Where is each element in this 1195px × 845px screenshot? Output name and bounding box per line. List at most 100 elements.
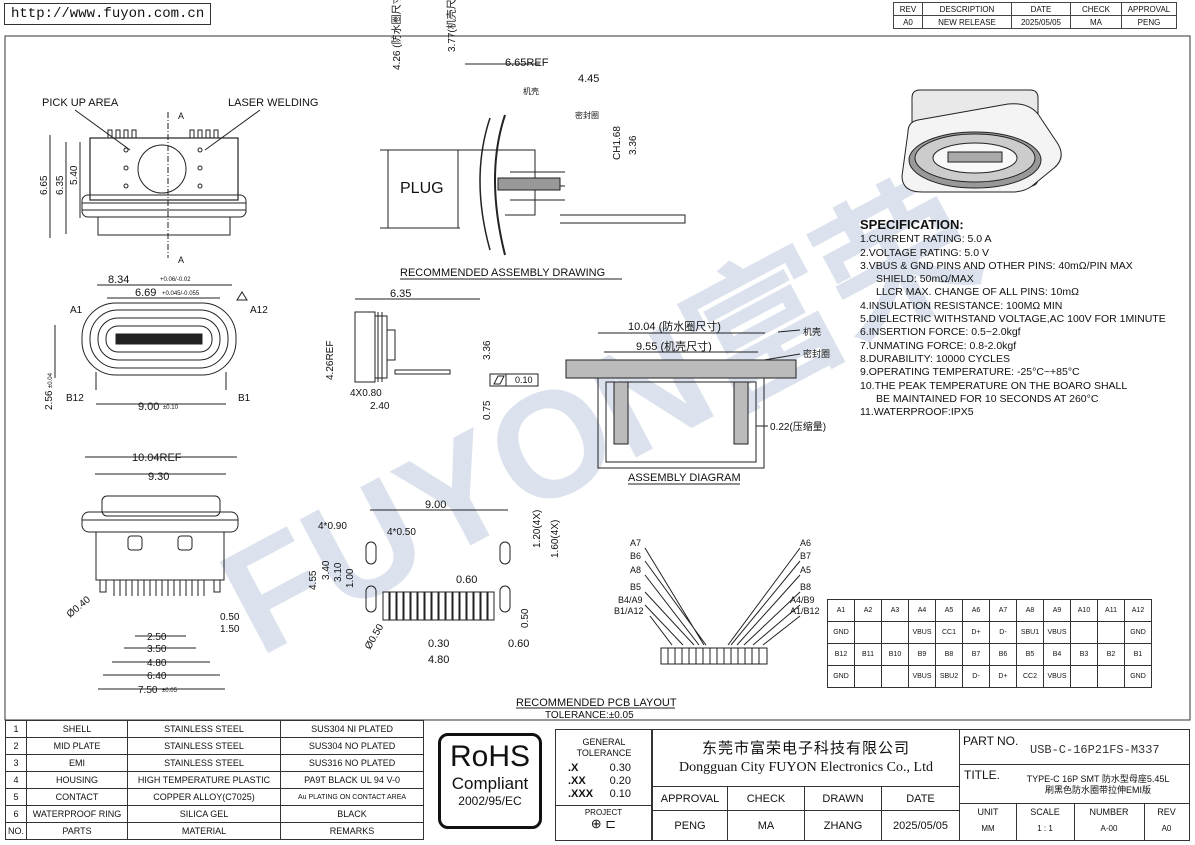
dim-pcb-0-60-bottom: 0.60: [508, 638, 529, 650]
part-name-header: PARTS: [26, 822, 129, 840]
part-material: STAINLESS STEEL: [127, 720, 282, 738]
dim-front-6-69-tol: +0.045/-0.055: [162, 291, 200, 297]
check-header-cell: CHECK: [727, 786, 805, 811]
pcb-tolerance: TOLERANCE:±0.05: [545, 710, 634, 721]
dim-bottom-1-50: 1.50: [220, 624, 240, 635]
company-name-cn: 东莞市富荣电子科技有限公司: [701, 739, 910, 757]
general-tolerance-title: GENERAL TOLERANCE: [576, 737, 632, 758]
part-no-header: NO.: [4, 822, 28, 840]
part-name: HOUSING: [26, 771, 129, 789]
spec-line-1: 1.CURRENT RATING: 5.0 A: [860, 233, 992, 246]
spec-line-7: 5.DIELECTRIC WITHSTAND VOLTAGE,AC 100V F…: [860, 313, 1166, 326]
dim-side-6-35: 6.35: [390, 288, 411, 300]
check-value: MA: [1070, 15, 1122, 29]
title-line-2: 刷黑色防水圈带拉伸EMI版: [1044, 785, 1151, 795]
website-url[interactable]: http://www.fuyon.com.cn: [4, 3, 212, 25]
unit-value: MM: [981, 824, 995, 833]
rohs-compliant: Compliant: [451, 774, 529, 793]
dim-front-8-34: 8.34: [108, 274, 129, 286]
dim-assembly-10-04: 10.04 (防水圈尺寸): [628, 319, 721, 333]
pin-a12-label: A12: [250, 305, 268, 316]
dim-side-2-40: 2.40: [370, 401, 390, 412]
connector-3d-illustration: [901, 89, 1062, 193]
part-name: SHELL: [26, 720, 129, 738]
part-remarks: SUS304 NO PLATED: [280, 737, 425, 755]
dim-housing-waterproof-note: 4.26 (防水圈尺寸): [390, 0, 403, 70]
dim-bottom-4-80: 4.80: [147, 658, 167, 669]
pin-cell: VBUS: [1043, 665, 1071, 688]
spec-line-6: 4.INSULATION RESISTANCE: 100MΩ MIN: [860, 299, 1063, 312]
dim-pcb-1-20-4x: 1.20(4X): [532, 510, 543, 548]
dim-assembly-0-22: 0.22(压缩量): [770, 420, 826, 433]
company-name-en: Dongguan City FUYON Electronics Co., Ltd: [679, 760, 933, 775]
pin-cell: VBUS: [1043, 621, 1071, 644]
pin-cell: B3: [1070, 643, 1098, 666]
spec-line-5: LLCR MAX. CHANGE OF ALL PINS: 10mΩ: [876, 286, 1079, 299]
pin-left-3: B5: [630, 582, 641, 592]
date-value-cell: 2025/05/05: [881, 810, 960, 841]
pin-cell: CC2: [1016, 665, 1044, 688]
part-no: 5: [4, 788, 28, 806]
pin-cell: B12: [827, 643, 855, 666]
dim-pcb-4-55: 4.55: [308, 570, 319, 590]
section-a-top: A: [178, 111, 184, 121]
pin-b12-label: B12: [66, 393, 84, 404]
part-remarks: BLACK: [280, 805, 425, 823]
pin-cell: SBU2: [935, 665, 963, 688]
dim-assembly-9-55: 9.55 (机壳尺寸): [636, 339, 712, 353]
dim-front-2-56: 2.56: [44, 390, 55, 410]
rohs-title: RoHS: [449, 740, 531, 773]
pin-cell: CC1: [935, 621, 963, 644]
spec-line-10: 8.DURABILITY: 10000 CYCLES: [860, 352, 1010, 365]
pin-cell: [881, 621, 909, 644]
rev-block-value: A0: [1161, 824, 1172, 833]
pin-cell: [881, 665, 909, 688]
pin-cell: B11: [854, 643, 882, 666]
pin-cell: A11: [1097, 599, 1125, 622]
part-material: HIGH TEMPERATURE PLASTIC: [127, 771, 282, 789]
dim-housing-4-45: 4.45: [578, 73, 599, 85]
pin-cell: VBUS: [908, 665, 936, 688]
dim-pcb-0-30: 0.30: [428, 638, 449, 650]
pin-left-1: B6: [630, 551, 641, 561]
dim-side-4-26ref: 4.26REF: [325, 341, 336, 380]
part-remarks: SUS304 NI PLATED: [280, 720, 425, 738]
part-name: MID PLATE: [26, 737, 129, 755]
pin-cell: B7: [962, 643, 990, 666]
section-a-bottom: A: [178, 255, 184, 265]
assembly-diagram-title: ASSEMBLY DIAGRAM: [628, 472, 741, 484]
part-no: 1: [4, 720, 28, 738]
dim-pcb-0-50: 0.50: [520, 608, 531, 628]
pin-cell: [1097, 621, 1125, 644]
pin-a1-label: A1: [70, 305, 83, 316]
pin-cell: D-: [989, 621, 1017, 644]
pin-cell: [1070, 621, 1098, 644]
dim-pcb-1-00: 1.00: [345, 568, 356, 588]
dim-bottom-9-30: 9.30: [148, 471, 169, 483]
dim-top-6-35: 6.35: [55, 175, 66, 195]
plug-label: PLUG: [400, 180, 444, 197]
dim-top-5-40: 5.40: [69, 165, 80, 185]
housing-shell-cn: 机壳: [523, 86, 539, 96]
pin-cell: A10: [1070, 599, 1098, 622]
dim-front-9-00-tol: ±0.10: [163, 405, 179, 411]
pin-cell: SBU1: [1016, 621, 1044, 644]
pin-cell: B2: [1097, 643, 1125, 666]
pin-cell: B5: [1016, 643, 1044, 666]
pin-cell: A9: [1043, 599, 1071, 622]
pin-cell: VBUS: [908, 621, 936, 644]
tol-xx-value: 0.20: [609, 775, 631, 787]
dim-front-6-69: 6.69: [135, 287, 156, 299]
dim-bottom-6-40: 6.40: [147, 671, 167, 682]
pin-left-4: B4/A9: [618, 595, 643, 605]
unit-header: UNIT: [977, 807, 999, 817]
spec-line-2: 2.VOLTAGE RATING: 5.0 V: [860, 246, 989, 259]
spec-line-4: SHIELD: 50mΩ/MAX: [876, 273, 974, 286]
